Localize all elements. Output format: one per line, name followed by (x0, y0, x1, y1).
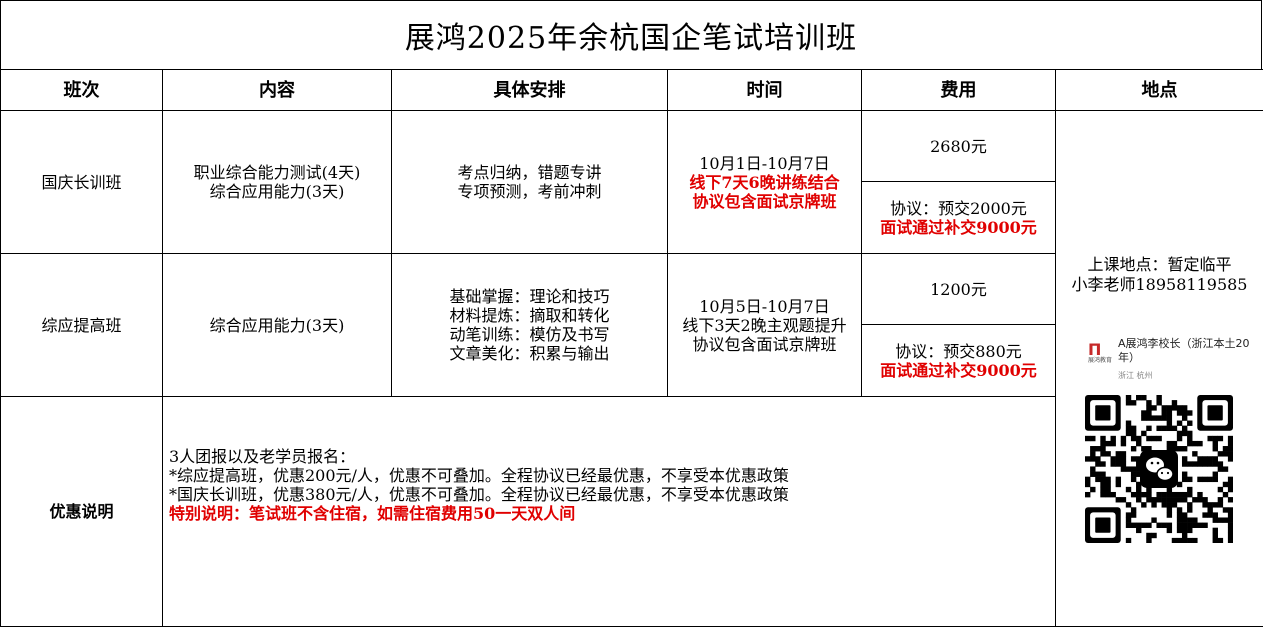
arrangement-line: 动笔训练：模仿及书写 (392, 325, 667, 344)
arrangement-line: 基础掌握：理论和技巧 (392, 287, 667, 306)
header-location: 地点 (1056, 70, 1263, 111)
content-line: 职业综合能力测试(4天) (163, 163, 391, 182)
fee-refund-line: 面试通过补交9000元 (862, 361, 1055, 380)
wechat-icon (1140, 450, 1178, 488)
offer-line: 3人团报以及老学员报名： (169, 447, 1055, 466)
qr-finder-pattern (1085, 507, 1121, 543)
time-bonus: 协议包含面试京牌班 (668, 335, 861, 354)
arrangement-line: 材料提炼：摘取和转化 (392, 306, 667, 325)
wechat-qr-code[interactable] (1085, 395, 1233, 543)
class-content: 职业综合能力测试(4天) 综合应用能力(3天) (163, 111, 392, 254)
header-fee: 费用 (862, 70, 1056, 111)
card-name: A展鸿李校长（浙江本土20年） (1118, 337, 1253, 365)
fee-protocol-line: 协议：预交2000元 (862, 199, 1055, 218)
arrangement-line: 考点归纳，错题专讲 (392, 163, 667, 182)
header-class: 班次 (1, 70, 163, 111)
arrangement-line: 专项预测，考前冲刺 (392, 182, 667, 201)
offer-special-note: 特别说明：笔试班不含住宿，如需住宿费用50一天双人间 (169, 504, 1055, 523)
class-content: 综合应用能力(3天) (163, 254, 392, 397)
class-arrangement: 考点归纳，错题专讲 专项预测，考前冲刺 (392, 111, 668, 254)
qr-finder-pattern (1085, 395, 1121, 431)
schedule-sheet: 展鸿2025年余杭国企笔试培训班 班次 内容 具体安排 时间 费用 地点 国庆长… (0, 0, 1263, 575)
class-name: 综应提高班 (1, 254, 163, 397)
table-header-row: 班次 内容 具体安排 时间 费用 地点 (1, 70, 1263, 111)
teacher-contact: 小李老师18958119585 (1056, 275, 1263, 295)
fee-protocol: 协议：预交2000元 面试通过补交9000元 (862, 182, 1056, 254)
fee-protocol: 协议：预交880元 面试通过补交9000元 (862, 325, 1056, 397)
class-time: 10月5日-10月7日 线下3天2晚主观题提升 协议包含面试京牌班 (668, 254, 862, 397)
arrangement-line: 文章美化：积累与输出 (392, 344, 667, 363)
page-title: 展鸿2025年余杭国企笔试培训班 (0, 0, 1262, 70)
class-arrangement: 基础掌握：理论和技巧 材料提炼：摘取和转化 动笔训练：模仿及书写 文章美化：积累… (392, 254, 668, 397)
schedule-table: 班次 内容 具体安排 时间 费用 地点 国庆长训班 职业综合能力测试(4天) 综… (0, 69, 1263, 627)
time-detail: 线下7天6晚讲练结合 (668, 173, 861, 192)
time-dates: 10月5日-10月7日 (668, 297, 861, 316)
content-line: 综合应用能力(3天) (163, 182, 391, 201)
fee-standard: 2680元 (862, 111, 1056, 182)
class-time: 10月1日-10月7日 线下7天6晚讲练结合 协议包含面试京牌班 (668, 111, 862, 254)
fee-protocol-line: 协议：预交880元 (862, 342, 1055, 361)
fee-standard: 1200元 (862, 254, 1056, 325)
time-dates: 10月1日-10月7日 (668, 154, 861, 173)
offer-label: 优惠说明 (1, 397, 163, 627)
location-cell: 上课地点：暂定临平 小李老师18958119585 Π 展鸿教育 A展鸿李校长（… (1056, 111, 1263, 627)
card-location: 浙江 杭州 (1118, 366, 1153, 385)
header-arrangement: 具体安排 (392, 70, 668, 111)
header-content: 内容 (163, 70, 392, 111)
fee-refund-line: 面试通过补交9000元 (862, 218, 1055, 237)
time-detail: 线下3天2晚主观题提升 (668, 316, 861, 335)
offer-line: *综应提高班，优惠200元/人，优惠不可叠加。全程协议已经最优惠，不享受本优惠政… (169, 466, 1055, 485)
logo-glyph-icon: Π (1088, 343, 1112, 357)
qr-finder-pattern (1197, 395, 1233, 431)
brand-logo: Π 展鸿教育 (1088, 343, 1112, 365)
offer-line: *国庆长训班，优惠380元/人，优惠不可叠加。全程协议已经最优惠，不享受本优惠政… (169, 485, 1055, 504)
content-line: 综合应用能力(3天) (163, 316, 391, 335)
class-name: 国庆长训班 (1, 111, 163, 254)
wechat-contact-card[interactable]: Π 展鸿教育 A展鸿李校长（浙江本土20年） 浙江 杭州 (1084, 337, 1249, 377)
location-address: 上课地点：暂定临平 (1056, 255, 1263, 275)
offer-description: 3人团报以及老学员报名： *综应提高班，优惠200元/人，优惠不可叠加。全程协议… (163, 397, 1056, 627)
header-time: 时间 (668, 70, 862, 111)
time-bonus: 协议包含面试京牌班 (668, 192, 861, 211)
table-row: 国庆长训班 职业综合能力测试(4天) 综合应用能力(3天) 考点归纳，错题专讲 … (1, 111, 1263, 182)
